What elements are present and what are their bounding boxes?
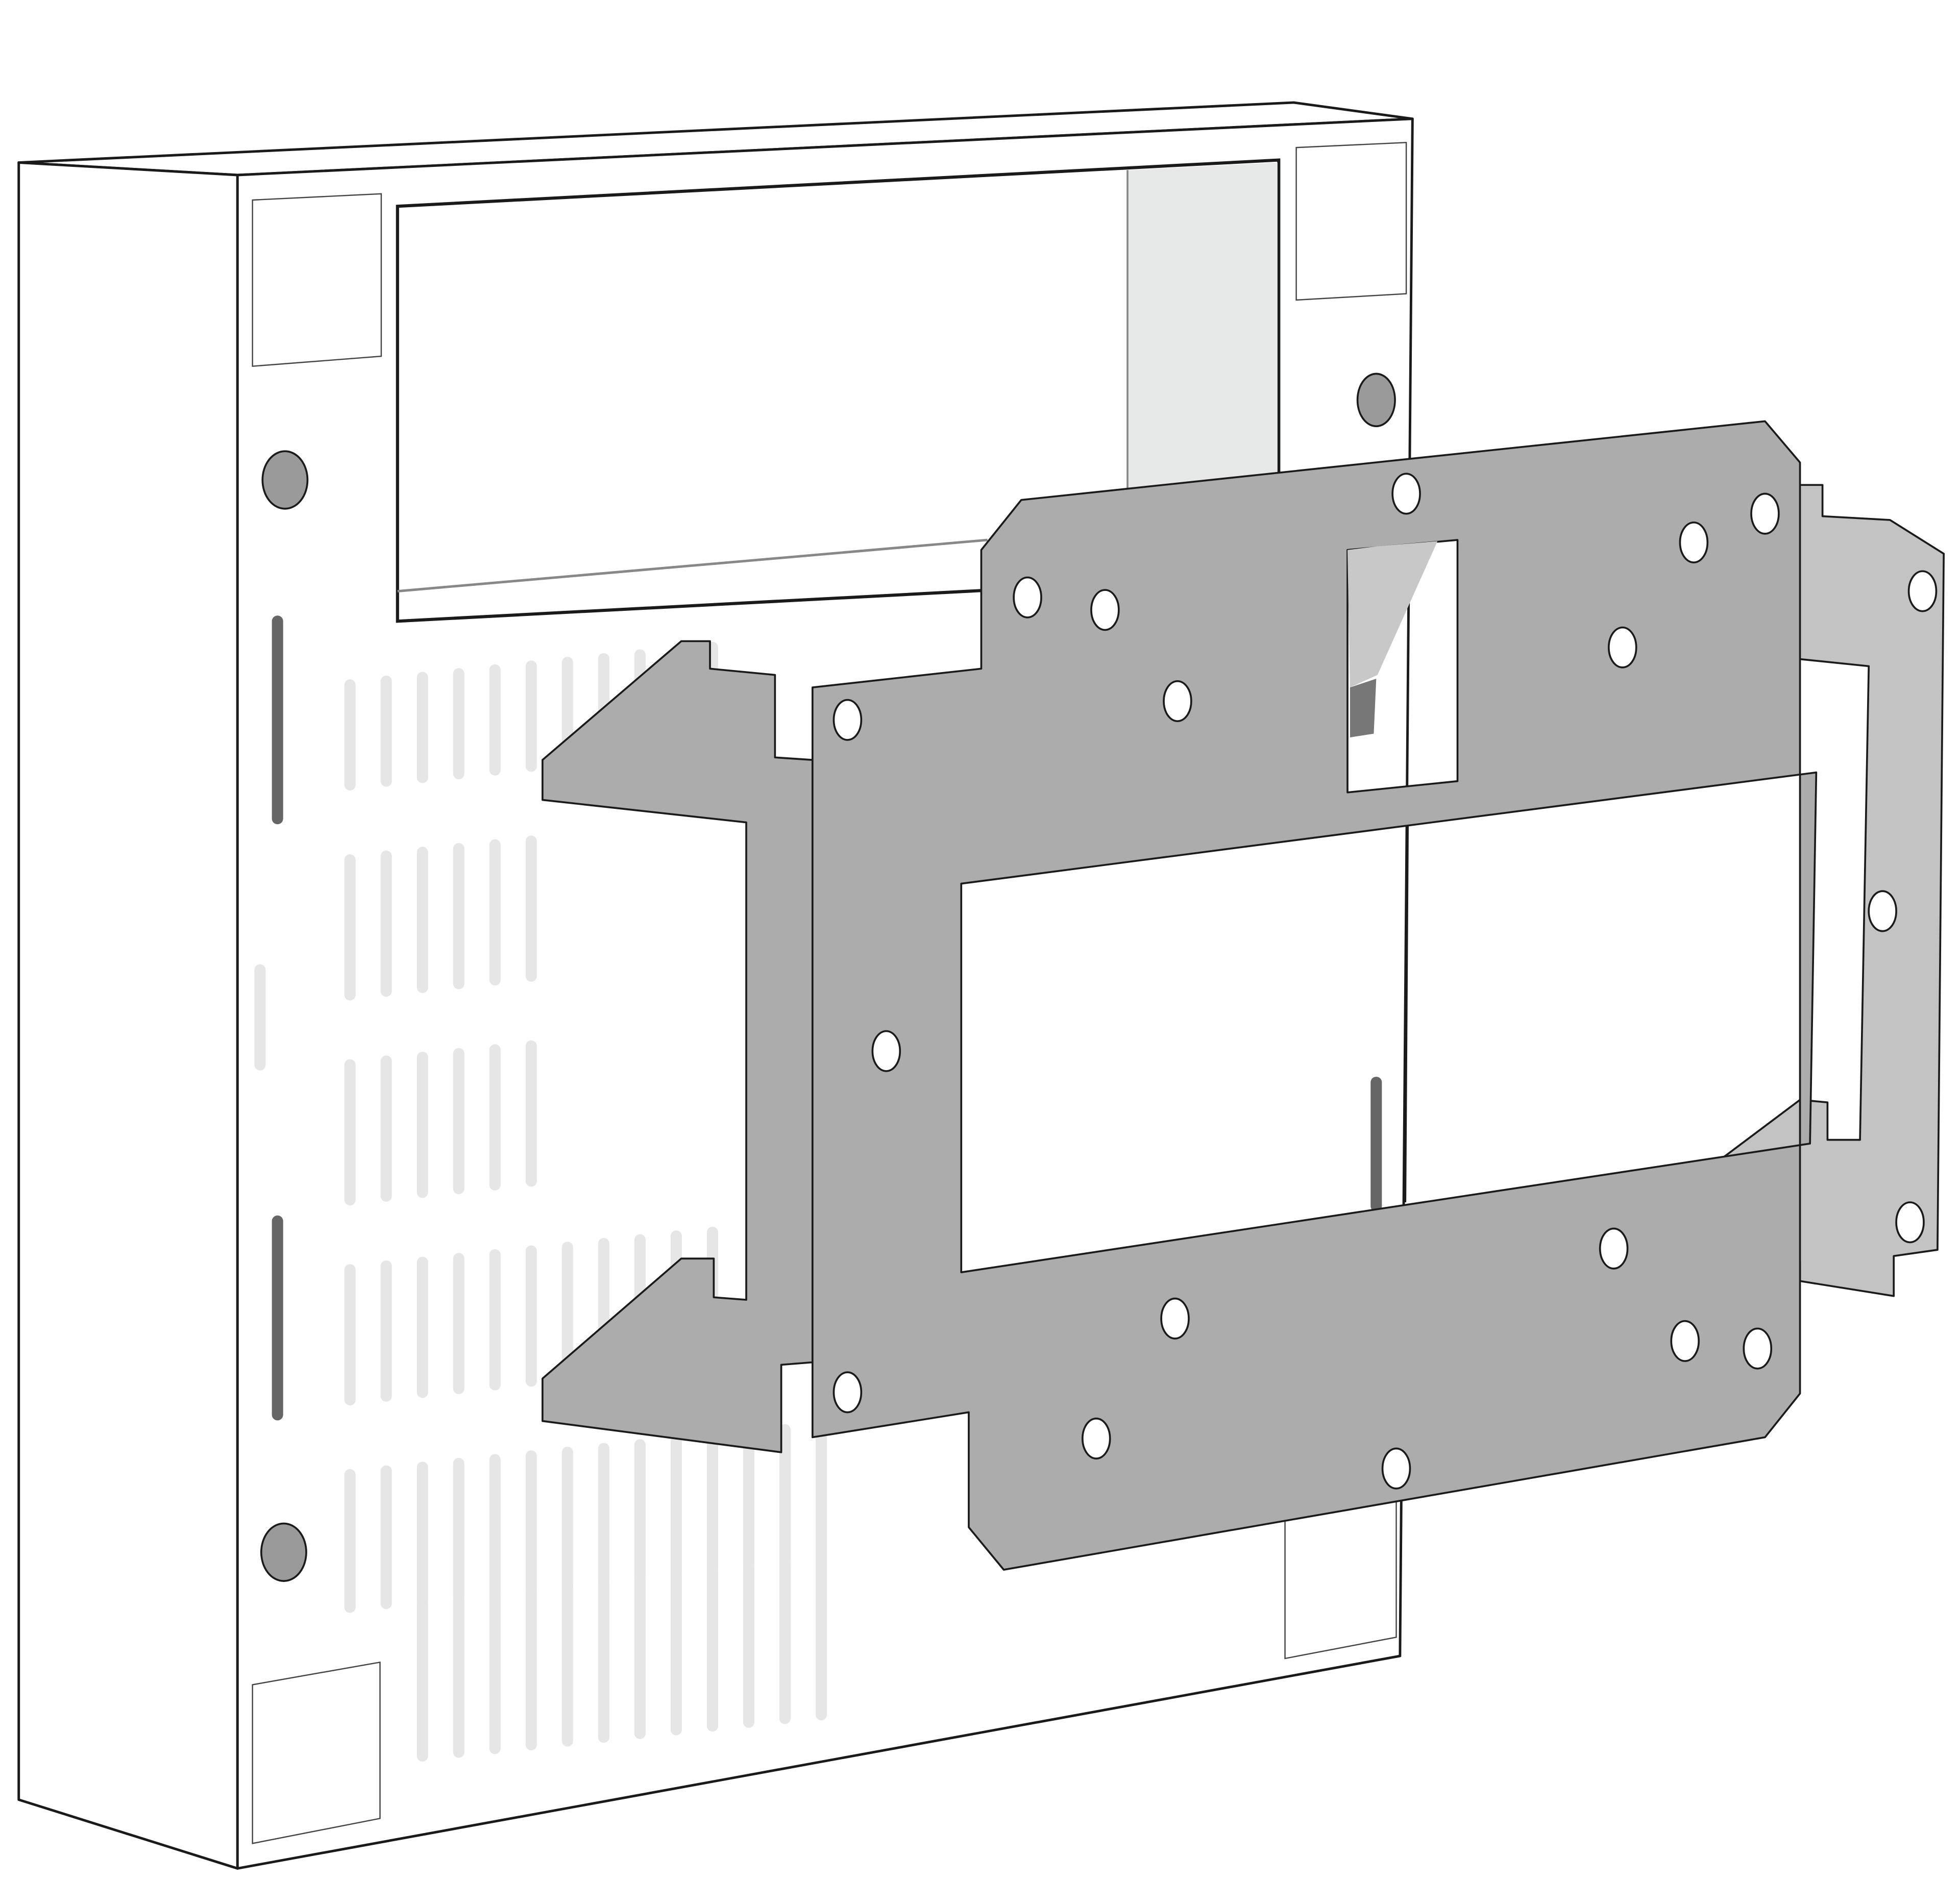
mount-hole xyxy=(1381,1447,1411,1490)
corner-pads xyxy=(252,142,1407,1844)
mount-bracket xyxy=(542,420,1945,1571)
mount-holes xyxy=(832,473,1938,1490)
mount-hole xyxy=(1895,1201,1925,1244)
mount-hole xyxy=(1081,1417,1111,1459)
corner-pad xyxy=(1284,1499,1397,1660)
mount-hole xyxy=(832,1371,863,1414)
mount-hole xyxy=(1743,1327,1773,1370)
bracket-left-arm xyxy=(542,640,814,1453)
screw-boss xyxy=(1356,373,1396,428)
mount-hole xyxy=(1868,890,1897,932)
mount-hole xyxy=(1599,1227,1629,1270)
mount-hole xyxy=(1907,570,1938,612)
mount-hole xyxy=(1679,521,1709,564)
screw-bosses xyxy=(260,373,1396,1582)
mount-hole xyxy=(1090,589,1120,631)
corner-pad xyxy=(252,1661,381,1844)
mount-hole xyxy=(1391,473,1421,515)
corner-pad xyxy=(252,193,382,367)
mount-hole xyxy=(1160,1297,1190,1340)
mount-hole xyxy=(1750,492,1780,535)
corner-pad xyxy=(1295,142,1407,301)
mount-hole xyxy=(871,1030,901,1072)
mount-hole xyxy=(1013,576,1042,618)
square-hole-shade xyxy=(1348,541,1438,688)
screw-boss xyxy=(260,1522,307,1582)
mount-hole xyxy=(1670,1320,1700,1362)
device-side-face xyxy=(17,161,239,1870)
window-strip xyxy=(1127,162,1278,494)
slots xyxy=(254,615,1382,1421)
divider-line xyxy=(1404,825,1409,1203)
bracket-main-plate xyxy=(812,420,1818,1571)
mount-hole xyxy=(1163,680,1192,723)
square-hole-shadow xyxy=(1350,678,1377,738)
mount-hole xyxy=(1608,626,1637,669)
screw-boss xyxy=(261,450,309,510)
vent-slots xyxy=(344,641,827,1762)
mount-hole xyxy=(832,699,863,741)
